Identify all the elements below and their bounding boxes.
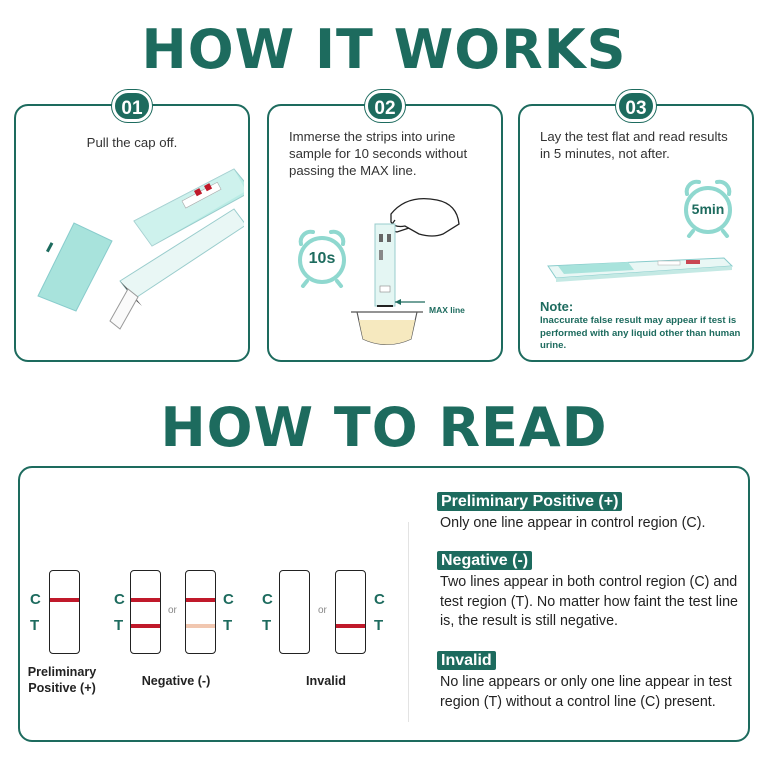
step-number-badge: 03 bbox=[616, 90, 656, 122]
result-heading-positive: Preliminary Positive (+) bbox=[437, 492, 623, 511]
result-heading-negative: Negative (-) bbox=[437, 551, 533, 570]
test-region-label: T bbox=[374, 617, 384, 634]
step-text: Immerse the strips into urine sample for… bbox=[289, 129, 468, 178]
strip-positive bbox=[49, 570, 80, 654]
step-number-badge: 01 bbox=[112, 90, 152, 122]
step-number-badge: 02 bbox=[365, 90, 405, 122]
timer-label: 5min bbox=[691, 201, 725, 217]
strip-invalid-test-only bbox=[335, 570, 366, 654]
control-line bbox=[186, 598, 215, 602]
control-line bbox=[131, 598, 160, 602]
caption-positive: Preliminary Positive (+) bbox=[27, 665, 97, 695]
test-region-label: T bbox=[262, 617, 272, 634]
test-line bbox=[336, 624, 365, 628]
strip-negative-faint bbox=[185, 570, 216, 654]
result-description-negative: Two lines appear in both control region … bbox=[440, 574, 738, 629]
max-line-label: MAX line bbox=[429, 305, 465, 315]
strip-invalid-blank bbox=[279, 570, 310, 654]
faint-test-line bbox=[186, 624, 215, 628]
how-it-works-title: HOW IT WORKS bbox=[141, 18, 627, 81]
test-region-label: T bbox=[223, 617, 233, 634]
alarm-clock-icon bbox=[298, 229, 346, 288]
how-to-read-title: HOW TO READ bbox=[160, 396, 608, 459]
test-region-label: T bbox=[114, 617, 124, 634]
caption-negative: Negative (-) bbox=[141, 674, 211, 688]
dip-card-illustration bbox=[351, 197, 460, 346]
result-description-positive: Only one line appear in control region (… bbox=[440, 515, 706, 531]
step-card-1: 01 Pull the cap off. bbox=[14, 90, 250, 362]
timer-label: 10s bbox=[308, 250, 336, 267]
caption-invalid: Invalid bbox=[306, 674, 346, 688]
or-label: or bbox=[318, 605, 327, 616]
control-line bbox=[50, 598, 79, 602]
or-label: or bbox=[168, 605, 177, 616]
control-region-label: C bbox=[30, 591, 41, 608]
control-region-label: C bbox=[262, 591, 273, 608]
test-cup-cap-illustration bbox=[37, 168, 244, 330]
control-region-label: C bbox=[223, 591, 234, 608]
test-region-label: T bbox=[30, 617, 40, 634]
result-heading-invalid: Invalid bbox=[437, 651, 496, 670]
control-region-label: C bbox=[114, 591, 125, 608]
flat-test-card-illustration bbox=[547, 257, 734, 282]
test-line bbox=[131, 624, 160, 628]
alarm-clock-icon bbox=[684, 179, 732, 238]
note: Note: Inaccurate false result may appear… bbox=[540, 299, 742, 353]
control-region-label: C bbox=[374, 591, 385, 608]
step-card-2: 02 Immerse the strips into urine sample … bbox=[267, 90, 503, 362]
step-text: Pull the cap off. bbox=[86, 135, 178, 150]
strip-negative-strong bbox=[130, 570, 161, 654]
note-body: Inaccurate false result may appear if te… bbox=[540, 315, 741, 351]
divider bbox=[408, 522, 409, 722]
step-text: Lay the test flat and read results in 5 … bbox=[540, 129, 728, 161]
result-description-invalid: No line appears or only one line appear … bbox=[440, 674, 732, 710]
step-card-3: 03 Lay the test flat and read results in… bbox=[518, 90, 754, 362]
note-title: Note: bbox=[540, 299, 574, 314]
how-to-read-panel bbox=[18, 466, 750, 742]
